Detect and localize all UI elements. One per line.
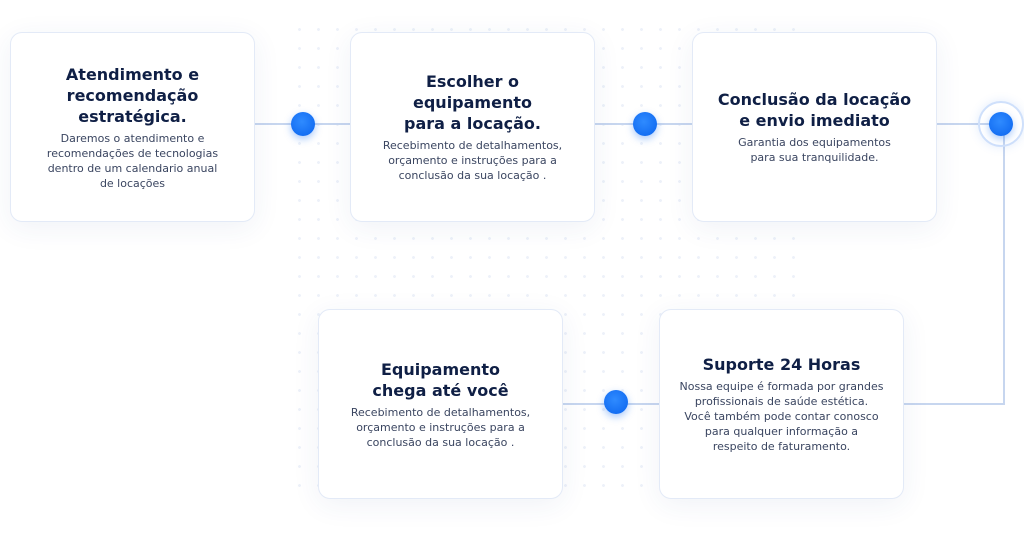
step-card-2: Escolher o equipamento para a locação. Re… bbox=[350, 32, 595, 222]
step-title: Suporte 24 Horas bbox=[702, 355, 861, 374]
connector-line bbox=[255, 123, 1004, 125]
step-text: Daremos o atendimento e recomendações de… bbox=[46, 131, 219, 190]
step-title: Atendimento e recomendação estratégica. bbox=[65, 64, 200, 126]
step-card-1: Atendimento e recomendação estratégica.D… bbox=[10, 32, 255, 222]
step-text: Nossa equipe é formada por grandes profi… bbox=[679, 380, 884, 453]
connector-line bbox=[904, 403, 1005, 405]
step-title: Conclusão da locação e envio imediato bbox=[717, 90, 912, 130]
step-title: Escolher o equipamento para a locação. bbox=[404, 72, 541, 133]
timeline-dot-active bbox=[989, 112, 1013, 136]
step-text: Garantia dos equipamentos para sua tranq… bbox=[738, 136, 891, 164]
timeline-dot bbox=[291, 112, 315, 136]
active-dot-ring bbox=[978, 101, 1024, 147]
timeline-dot bbox=[604, 390, 628, 414]
step-text: Recebimento de detalhamentos, orçamento … bbox=[350, 405, 531, 449]
connector-line bbox=[1003, 124, 1005, 405]
step-title: Equipamento chega até você bbox=[372, 359, 509, 400]
step-text: Recebimento de detalhamentos, orçamento … bbox=[382, 139, 563, 182]
timeline-dot bbox=[633, 112, 657, 136]
